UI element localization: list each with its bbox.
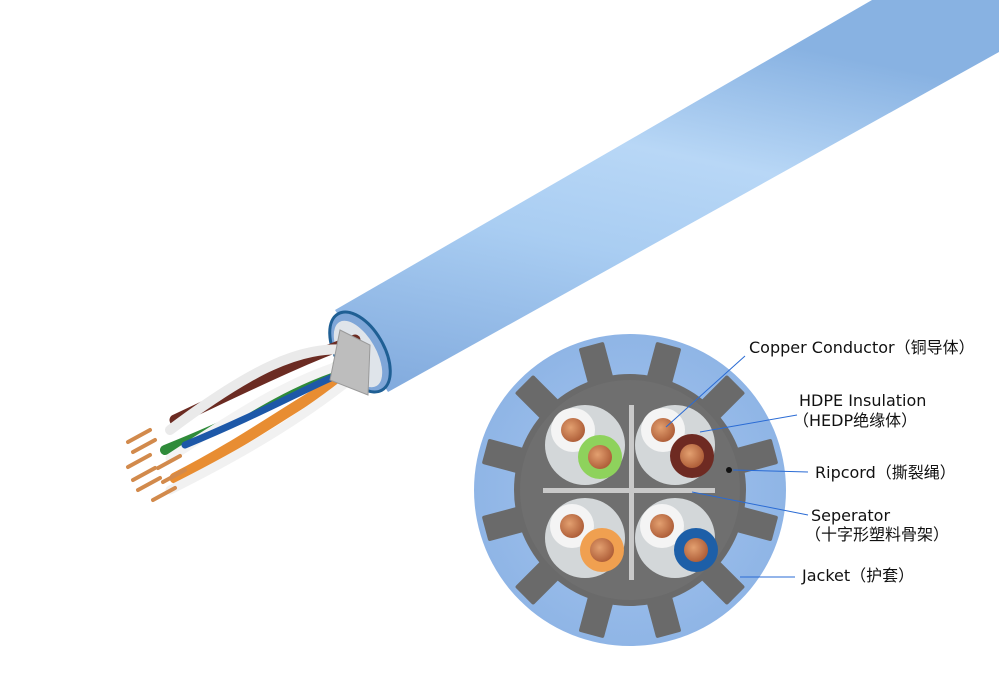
filler-tooth — [728, 505, 778, 541]
pair-slot-bottom-right — [635, 498, 718, 578]
hdpe-insulation-cn-label: （HEDP绝缘体） — [793, 411, 918, 430]
filler-tooth — [645, 342, 681, 392]
filler-tooth — [579, 342, 615, 392]
pair-slot-top-left — [545, 405, 625, 485]
ripcord-dot — [726, 467, 732, 473]
twisted-pairs — [160, 329, 371, 495]
copper-tips — [126, 428, 187, 502]
filler-tooth — [579, 588, 615, 638]
filler-tooth — [728, 439, 778, 475]
hdpe-insulation-label: HDPE Insulation — [799, 391, 927, 410]
jacket-label: Jacket（护套） — [802, 566, 915, 585]
filler-tooth — [515, 375, 565, 425]
pair-slot-bottom-left — [545, 498, 625, 578]
ripcord-label: Ripcord（撕裂绳） — [815, 463, 956, 482]
cross-section — [474, 334, 786, 646]
copper-conductor-label: Copper Conductor（铜导体） — [749, 338, 975, 357]
pair-slot-top-right — [635, 405, 715, 485]
filler-tooth — [482, 439, 532, 475]
filler-tooth — [515, 555, 565, 605]
filler-tooth — [695, 375, 745, 425]
leader-lines — [665, 355, 809, 578]
separator-label: Seperator — [811, 506, 891, 525]
separator-cross — [543, 405, 715, 580]
filler-tooth — [645, 588, 681, 638]
separator-cn-label: （十字形塑料骨架） — [805, 525, 950, 544]
filler-tooth — [482, 505, 532, 541]
